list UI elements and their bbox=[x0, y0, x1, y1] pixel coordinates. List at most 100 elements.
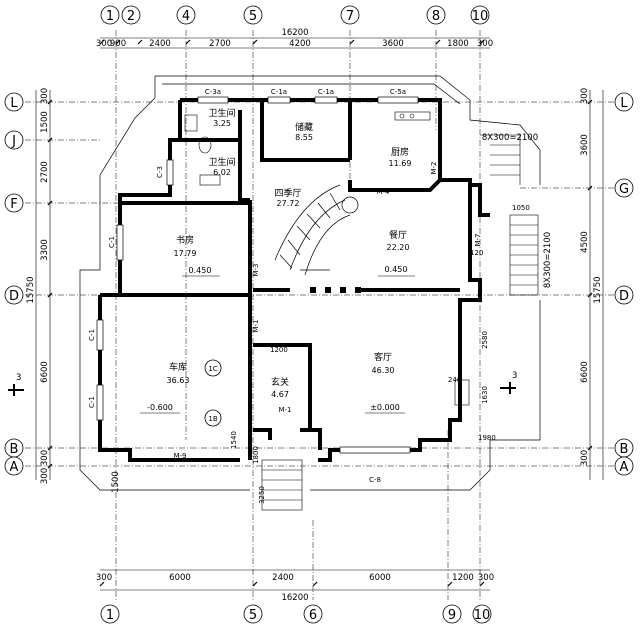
level-mark-1b: 1B bbox=[208, 415, 217, 423]
axis-right-L: L bbox=[620, 96, 628, 111]
room-living-name: 客厅 bbox=[374, 351, 392, 363]
dim-left-small-1: 300 bbox=[40, 450, 50, 466]
axis-top-4: 4 bbox=[182, 9, 190, 24]
dim-right-seg-2: 6600 bbox=[580, 361, 590, 383]
room-bath2-name: 卫生间 bbox=[208, 156, 235, 168]
dim-misc-1980: 1980 bbox=[478, 434, 496, 442]
dim-misc-2580: 2580 bbox=[481, 331, 489, 349]
door-tag-m7: M-7 bbox=[474, 233, 482, 246]
axis-top-2: 2 bbox=[127, 9, 135, 24]
dim-misc-120: 120 bbox=[470, 249, 483, 257]
room-hall-area: 27.72 bbox=[277, 199, 300, 208]
axis-right-B: B bbox=[620, 442, 629, 457]
window-tag-c3: C-3 bbox=[156, 166, 164, 178]
axis-bubbles bbox=[4, 5, 634, 624]
dim-left-small-2: 300 bbox=[40, 468, 50, 484]
axis-left-A: A bbox=[10, 460, 19, 475]
door-tag-m9: M-9 bbox=[173, 452, 186, 460]
dim-bottom-seg-0: 300 bbox=[96, 573, 112, 583]
axis-left-F: F bbox=[10, 197, 17, 212]
room-bath2-area: 6.02 bbox=[213, 168, 231, 177]
room-foyer-area: 4.67 bbox=[271, 390, 289, 399]
axis-bottom-1: 1 bbox=[106, 608, 114, 623]
level-mark-1c: 1C bbox=[208, 365, 217, 373]
room-kitchen-name: 厨房 bbox=[391, 146, 409, 158]
dim-bottom-seg-2: 2400 bbox=[272, 573, 294, 583]
room-garage-level: -0.600 bbox=[147, 403, 173, 412]
room-living-level: ±0.000 bbox=[370, 403, 400, 412]
window-tag-c8: C-8 bbox=[369, 476, 381, 484]
window-marks bbox=[96, 96, 419, 454]
door-tag-m1: M-1 bbox=[278, 406, 291, 414]
dim-right-seg-0: 3600 bbox=[580, 134, 590, 156]
dim-top-total: 16200 bbox=[281, 28, 308, 38]
columns bbox=[310, 287, 361, 293]
dim-bottom-seg-4: 1200 bbox=[452, 573, 474, 583]
roof-outline bbox=[79, 75, 541, 491]
dim-left-seg-2: 3300 bbox=[40, 239, 50, 261]
axis-right-G: G bbox=[619, 182, 629, 197]
axis-bottom-5: 5 bbox=[249, 608, 257, 623]
window-tag-c1-2: C-1 bbox=[88, 396, 96, 408]
room-dining-level: 0.450 bbox=[385, 265, 408, 274]
room-study-level: 0.450 bbox=[189, 266, 212, 275]
axis-top-5: 5 bbox=[249, 9, 257, 24]
axis-top-8: 8 bbox=[432, 9, 440, 24]
window-tag-c1-3: C-1 bbox=[108, 236, 116, 248]
dim-left-seg-0: 1500 bbox=[40, 111, 50, 133]
grid-lines bbox=[25, 30, 615, 600]
level-underlines bbox=[140, 275, 415, 414]
axis-left-J: J bbox=[11, 134, 16, 149]
axis-bottom-9: 9 bbox=[448, 608, 456, 623]
room-bath1-area: 3.25 bbox=[213, 119, 231, 128]
dim-right-small-0: 300 bbox=[580, 88, 590, 104]
dim-misc-1540: 1540 bbox=[230, 431, 238, 449]
axis-right-A: A bbox=[620, 460, 629, 475]
room-bath1-name: 卫生间 bbox=[208, 107, 235, 119]
dim-bottom-seg-5: 300 bbox=[478, 573, 494, 583]
dim-bottom-total: 16200 bbox=[281, 593, 308, 603]
dim-top-seg-3: 2700 bbox=[209, 39, 231, 49]
dim-left-seg-1: 2700 bbox=[40, 161, 50, 183]
dim-misc-1800: 1800 bbox=[252, 446, 260, 464]
dim-right-seg-1: 4500 bbox=[580, 231, 590, 253]
room-living-area: 46.30 bbox=[372, 366, 395, 375]
door-tag-m4: M-4 bbox=[376, 188, 390, 196]
dim-bottom-seg-3: 6000 bbox=[369, 573, 391, 583]
dim-left-seg-3: 6600 bbox=[40, 361, 50, 383]
dim-top-seg-2: 2400 bbox=[149, 39, 171, 49]
room-kitchen-area: 11.69 bbox=[389, 159, 412, 168]
dim-top-seg-5: 3600 bbox=[382, 39, 404, 49]
axis-top-10: 10 bbox=[472, 9, 489, 24]
axis-bottom-10: 10 bbox=[474, 608, 491, 623]
section-mark-right bbox=[500, 382, 516, 394]
axis-bottom-6: 6 bbox=[309, 608, 317, 623]
window-tag-c3a: C-3a bbox=[205, 88, 221, 96]
room-dining-name: 餐厅 bbox=[389, 229, 407, 241]
room-storage-area: 8.55 bbox=[295, 133, 313, 142]
window-tag-c1-1: C-1 bbox=[88, 329, 96, 341]
room-study-name: 书房 bbox=[176, 234, 194, 246]
door-tag-m2: M-2 bbox=[430, 161, 438, 174]
axis-left-L: L bbox=[10, 96, 18, 111]
dim-top-seg-0: 300 bbox=[96, 39, 112, 49]
dim-misc-1200: 1200 bbox=[270, 346, 288, 354]
dim-right-small-1: 300 bbox=[580, 450, 590, 466]
axis-left-D: D bbox=[9, 289, 19, 304]
door-tag-m3: M-3 bbox=[252, 263, 260, 276]
room-foyer-name: 玄关 bbox=[271, 376, 289, 388]
dimension-ticks bbox=[47, 39, 593, 587]
axis-right-D: D bbox=[619, 289, 629, 304]
room-hall-name: 四季厅 bbox=[274, 187, 301, 199]
room-study-area: 17.79 bbox=[174, 249, 197, 258]
spiral-stair bbox=[274, 184, 359, 276]
dim-misc-1630: 1630 bbox=[481, 386, 489, 404]
dim-top-seg-7: 300 bbox=[477, 39, 493, 49]
axis-top-1: 1 bbox=[106, 9, 114, 24]
dim-left-total: 15750 bbox=[26, 276, 36, 303]
dim-misc-3250: 3250 bbox=[258, 486, 266, 504]
dim-misc-240: 240 bbox=[448, 376, 461, 384]
door-tag-m1-2: M-1 bbox=[252, 319, 260, 332]
room-garage-name: 车库 bbox=[169, 361, 187, 373]
